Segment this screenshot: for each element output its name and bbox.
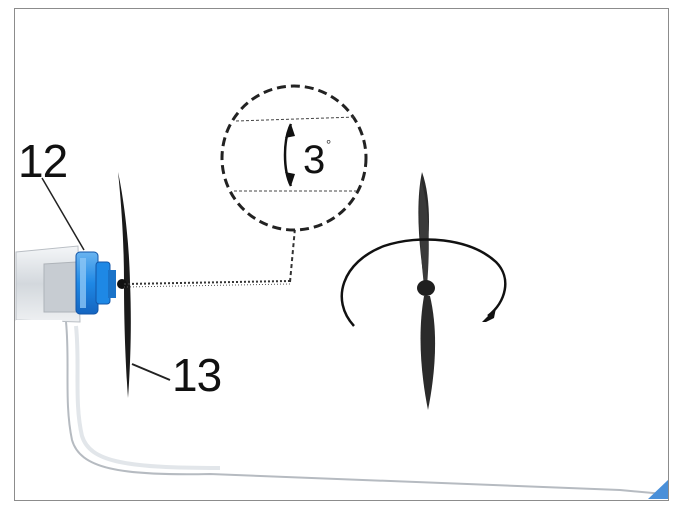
angle-detail-circle bbox=[220, 84, 368, 232]
reference-line bbox=[123, 227, 296, 288]
angle-unit: ° bbox=[326, 137, 332, 152]
propeller-hub bbox=[75, 251, 116, 315]
fuselage bbox=[15, 245, 668, 500]
double-arrow-icon bbox=[283, 123, 295, 187]
callout-13-leader bbox=[131, 363, 171, 381]
callout-12-leader bbox=[41, 177, 85, 251]
angle-value: 3 bbox=[303, 138, 326, 182]
propeller-side-view bbox=[117, 172, 131, 398]
corner-marker bbox=[648, 480, 668, 499]
figure-frame bbox=[14, 8, 669, 501]
callout-12: 12 bbox=[18, 135, 68, 187]
callout-13: 13 bbox=[172, 349, 222, 401]
propeller-front-view bbox=[417, 172, 436, 410]
rotation-arrow-icon bbox=[340, 238, 507, 327]
